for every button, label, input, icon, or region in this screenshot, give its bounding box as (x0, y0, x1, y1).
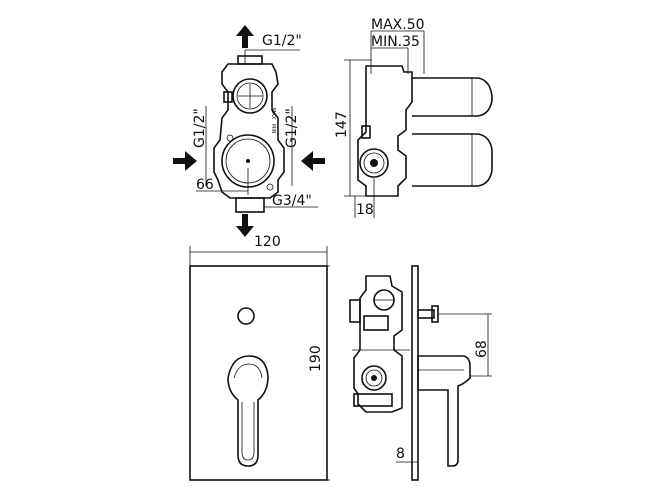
arrow-down-icon (236, 214, 254, 237)
handle-offset-label: 68 (474, 340, 490, 358)
plate-width-label: 120 (254, 234, 281, 250)
plate-edge (411, 265, 419, 481)
arrow-up-icon (236, 25, 254, 48)
top-port (232, 78, 268, 114)
min-mark: MIN (270, 124, 276, 134)
inlet-top-label: G1/2" (262, 33, 302, 49)
diverter-button (237, 307, 255, 325)
max-depth-label: MAX.50 (371, 17, 425, 33)
body-side-view: MAX.50 MIN.35 147 18 (334, 17, 493, 218)
plate-thickness-label: 8 (396, 446, 405, 462)
mixer-lever (227, 355, 269, 467)
dim-66-label: 66 (196, 177, 214, 193)
pipe-offset-label: 18 (356, 202, 374, 218)
body-height-label: 147 (334, 111, 350, 138)
assembled-side-view: 68 8 (349, 265, 492, 481)
arrow-right-icon (173, 151, 197, 171)
min-depth-label: MIN.35 (371, 34, 420, 50)
plate-height-label: 190 (308, 345, 324, 372)
inlet-left-label: G1/2" (192, 108, 208, 148)
arrow-left-icon (301, 151, 325, 171)
body-front-view: G1/2" MAX MIN G1/2" (173, 25, 325, 237)
outlet-bottom-label: G3/4" (272, 193, 312, 209)
max-mark: MAX (270, 108, 276, 120)
plate-front-view: 120 190 (189, 234, 330, 481)
